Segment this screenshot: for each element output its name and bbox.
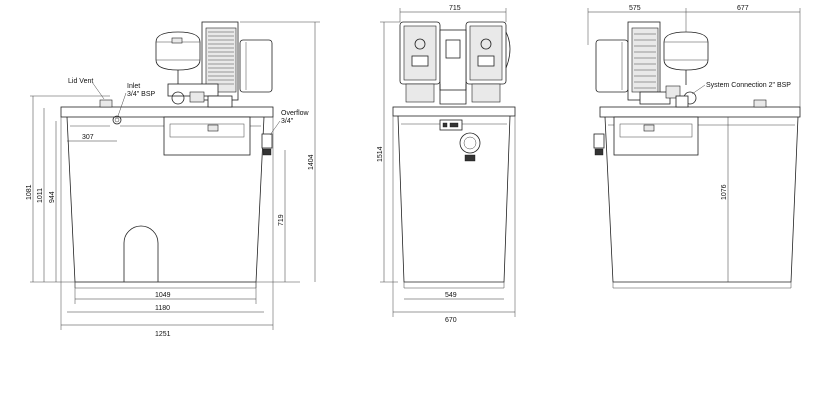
front-lid	[60, 106, 274, 118]
dim-944: 944	[49, 191, 56, 203]
front-pipework	[167, 83, 233, 108]
dim-1076: 1076	[721, 184, 728, 200]
side-tank-body	[397, 115, 511, 283]
dim-307: 307	[82, 134, 94, 141]
dim-1251: 1251	[155, 331, 171, 338]
rear-pipework	[639, 85, 697, 108]
rear-overflow-fitting	[593, 133, 605, 149]
dim-677: 677	[737, 5, 749, 12]
dim-719: 719	[278, 214, 285, 226]
dim-1404: 1404	[308, 154, 315, 170]
callout-lid-vent: Lid Vent	[68, 78, 93, 85]
front-pump-motor	[201, 21, 239, 101]
dim-1081: 1081	[26, 184, 33, 200]
side-overflow-port	[459, 132, 481, 154]
side-lid	[392, 106, 516, 117]
front-lid-vent	[99, 99, 113, 108]
side-pump-right	[465, 21, 507, 85]
side-view: 715 1514 549 670	[377, 5, 516, 324]
side-pump-left	[399, 21, 441, 85]
dim-670: 670	[445, 317, 457, 324]
callout-system-connection: System Connection 2" BSP	[706, 82, 791, 89]
rear-lid	[599, 106, 801, 118]
front-view: 307 1081 1011 944 719 1404 1049 1180 125…	[26, 21, 320, 338]
side-dimension-lines	[380, 8, 516, 317]
front-control-box	[239, 39, 273, 93]
side-center-frame	[439, 29, 467, 91]
dim-575: 575	[629, 5, 641, 12]
dim-549: 549	[445, 292, 457, 299]
callout-overflow: Overflow	[281, 110, 310, 117]
dim-1514: 1514	[377, 146, 384, 162]
front-inlet-fitting	[112, 115, 122, 125]
rear-view: 575 677 1076 System Connection 2" BSP	[587, 5, 801, 289]
front-access-opening	[123, 225, 159, 282]
dim-1011: 1011	[37, 188, 44, 203]
front-dimension-lines	[30, 21, 320, 330]
dim-1180: 1180	[155, 305, 170, 312]
rear-pump-skid	[613, 116, 699, 156]
callout-overflow-size: 3/4"	[281, 118, 294, 125]
front-overflow-fitting	[261, 133, 273, 149]
front-pump-skid	[163, 116, 251, 156]
callout-inlet-size: 3/4" BSP	[127, 91, 155, 98]
callout-inlet: Inlet	[127, 83, 140, 90]
dim-715: 715	[449, 5, 461, 12]
rear-pump-motor	[627, 21, 661, 101]
rear-control-box	[595, 39, 629, 93]
rear-lid-vent	[753, 99, 767, 108]
rear-expansion-vessel	[663, 31, 709, 85]
front-expansion-vessel	[155, 31, 201, 85]
rear-tank-body	[604, 116, 799, 283]
dim-1049: 1049	[155, 292, 171, 299]
rear-dimension-lines	[587, 8, 801, 282]
